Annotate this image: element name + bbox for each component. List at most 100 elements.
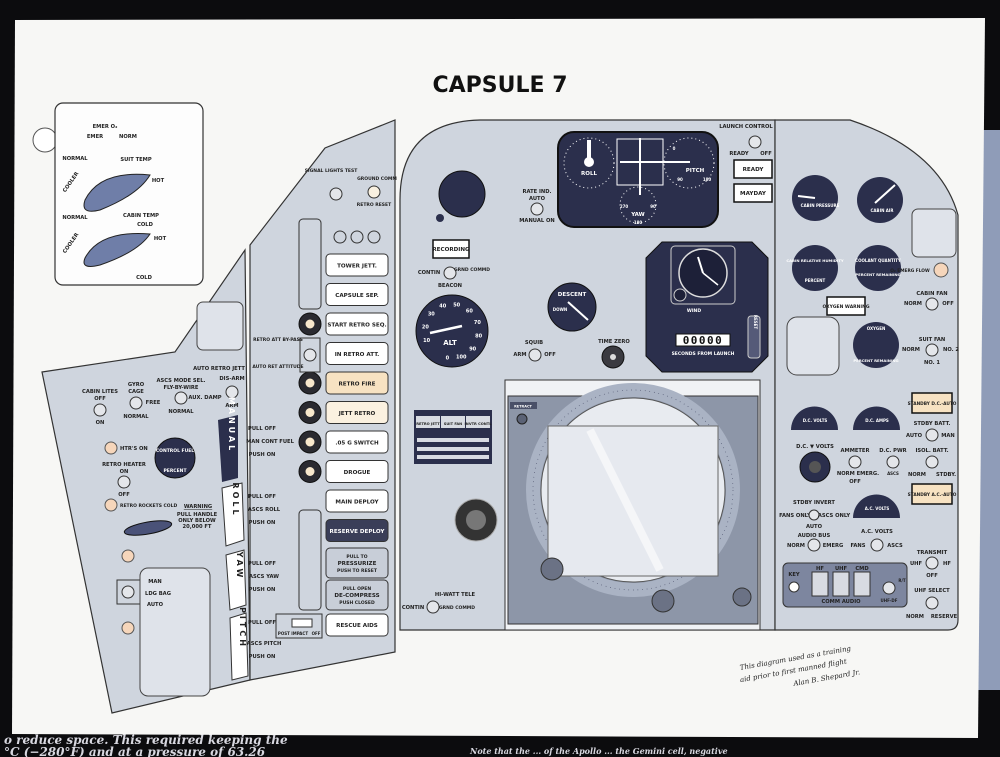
manual-label: MANUAL [227,397,236,453]
rescue-aids-label: RESCUE AIDS [336,623,378,629]
landing-handle[interactable] [123,518,173,538]
sequence-button-label: TOWER JETT. [337,264,377,270]
key-button[interactable] [788,581,800,593]
fans-only-label: FANS ONLY [779,513,811,519]
pitch-label: PITCH [686,168,705,174]
ascs-normal-label: NORMAL [168,409,194,415]
ldg-bag-switch[interactable] [121,585,135,599]
cabin-temp-knob[interactable] [83,233,151,267]
altimeter-label: ALT [443,339,457,347]
suit-temp-knob[interactable] [83,173,151,212]
dc-pwr-ascs: ASCS [887,471,899,476]
telelight-label: INVTR CONTL [464,422,492,426]
cabin-fan-switch[interactable] [925,297,939,311]
launch-control-switch[interactable] [748,135,762,149]
comm-uhf-thumbwheel[interactable] [832,571,850,597]
transmit-label: TRANSMIT [917,550,948,556]
sequence-button[interactable] [325,519,389,542]
auto-retro-jett-switch[interactable] [225,385,239,399]
isol-batt-switch[interactable] [925,455,939,469]
amber-light [121,549,135,563]
signal-lights-test-switch[interactable] [329,187,343,201]
altimeter-tick: 90 [469,346,476,352]
ascs-yaw-pull-off: PULL OFF [248,561,276,567]
retro-att-frame [299,337,321,373]
sequence-button[interactable] [325,253,389,277]
comm-cmd-thumbwheel[interactable] [853,571,871,597]
post-impact-switch[interactable] [291,618,313,628]
ascs-pitch-pull-off: PULL OFF [248,620,276,626]
sequence-button[interactable] [325,489,389,513]
oxygen-warning-light [826,296,866,316]
ac-volts-gauge [853,494,900,518]
altimeter-tick: 70 [474,320,481,326]
retro-rockets-cold-label: RETRO ROCKETS COLD [120,503,177,509]
clock-knob[interactable] [436,214,444,222]
retract-plate [510,402,537,409]
standby-ac-auto-light [911,483,953,505]
hi-watt-tele-switch[interactable] [426,600,440,614]
cabin-hot-label: HOT [154,236,167,242]
transmit-switch[interactable] [925,556,939,570]
sequence-button[interactable] [325,401,389,424]
window-lower-left-knob[interactable] [540,557,564,581]
gyro-switch[interactable] [129,396,143,410]
ascs-mode-switch[interactable] [174,391,188,405]
sequence-button[interactable] [325,371,389,395]
sequence-button[interactable] [325,342,389,365]
inverter-switch[interactable] [808,509,820,521]
audio-bus-label: AUDIO BUS [798,533,831,539]
ground-comm-light[interactable] [367,185,381,199]
altimeter-tick: 0 [446,356,450,362]
wind-knob[interactable] [673,288,687,302]
retract-button[interactable] [516,413,528,425]
ac-volts-label: A.C. VOLTS [861,529,893,535]
decompress-line: PULL OPEN [343,586,371,592]
suit-fan-switch[interactable] [925,343,939,357]
transmit-hf: HF [943,561,951,567]
stdby-batt-switch[interactable] [925,428,939,442]
indicator-circle [333,230,347,244]
mayday-button[interactable] [733,183,773,203]
retro-heater-switch[interactable] [117,475,131,489]
uhf-select-switch[interactable] [925,596,939,610]
rate-ind-switch[interactable] [530,202,544,216]
telelight-lamp [305,319,315,329]
sequence-button[interactable] [325,283,389,306]
reset-button[interactable] [747,315,761,359]
sequence-button[interactable] [325,430,389,454]
audio-bus-switch[interactable] [807,538,821,552]
ascs-mode-label: ASCS MODE SEL. [157,378,206,384]
sequence-button[interactable] [325,460,389,483]
ammeter-switch[interactable] [848,455,862,469]
auto-ret-attitude-label: AUTO RET ATTITUDE [252,364,303,370]
gyro-free: FREE [146,400,161,406]
telelight-lamp [305,467,315,476]
ascs-roll-label: ASCS ROLL [248,507,281,513]
squib-switch[interactable] [528,348,542,362]
comm-hf-thumbwheel[interactable] [811,571,829,597]
signal-lights-test-label: SIGNAL LIGHTS TEST [305,168,359,174]
indicator-circle [350,230,364,244]
yaw-tick: 180 [634,220,643,225]
hi-watt-grnd-commd: GRND COMMD [439,605,475,611]
sequence-button[interactable] [325,312,389,336]
pressurize-button[interactable] [325,547,389,579]
dc-pwr-switch[interactable] [886,455,900,469]
squib-arm: ARM [513,352,526,358]
cabin-lites-switch[interactable] [93,403,107,417]
decompress-button[interactable] [325,579,389,611]
retract-label: RETRACT [514,405,532,409]
window-lower-right-knob[interactable] [651,589,675,613]
main-instrument-panel: RATE IND. AUTO MANUAL ON ROLL PITCH 0 90… [399,119,776,631]
sequence-button-label: DROGUE [344,470,371,476]
cabin-humidity-percent: PERCENT [805,278,826,283]
ldg-bag-placard [139,567,211,697]
ac-bus-switch[interactable] [870,538,884,552]
beacon-switch[interactable] [443,266,457,280]
rescue-aids-button[interactable] [325,613,389,637]
window-adjust-knob[interactable] [732,587,752,607]
retro-att-switch[interactable] [303,348,317,362]
window-knob-center [466,510,486,530]
rt-switch[interactable] [882,581,896,595]
